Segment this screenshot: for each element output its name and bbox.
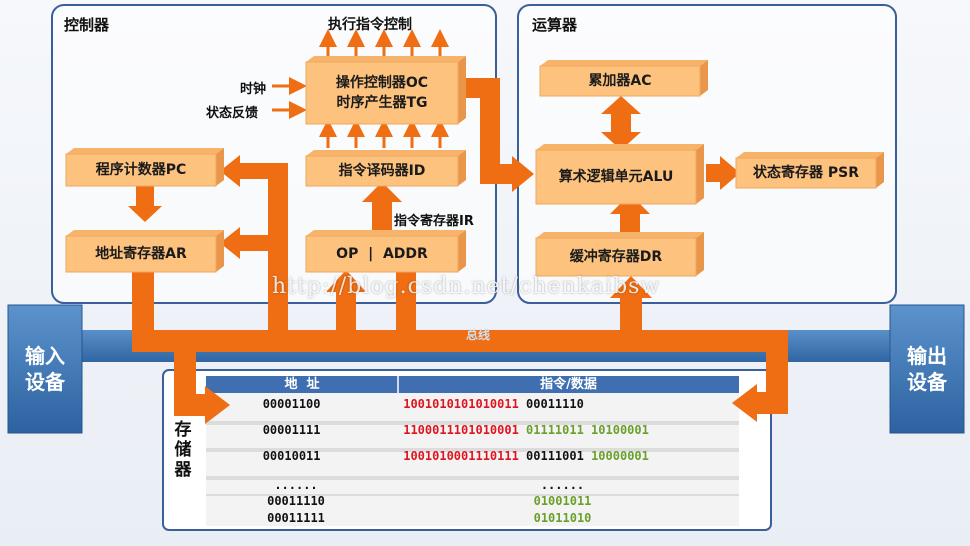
component-boxes [65,56,884,277]
memory-row: ............ [206,477,739,493]
memory-row: 00011111 01011010 [206,510,739,526]
memory-content-part: 1001010101010011 [403,397,519,411]
alu-label: 算术逻辑单元ALU [558,169,674,185]
ar-label: 地址寄存器AR [95,246,187,262]
memory-content: 01001011 [386,493,739,509]
memory-header-data: 指令/数据 [540,377,597,392]
memory-row: 00001100 1001010101010011 00011110 [206,396,739,412]
memory-row: 00001111 1100011101010001 01111011 101000… [206,422,739,438]
memory-title: 存 储 器 [174,420,192,480]
pc-box [65,148,224,187]
bus-label: 总线 [466,328,491,342]
id-box [305,150,466,187]
exec-control-label: 执行指令控制 [328,17,412,33]
memory-row: 00011110 01001011 [206,493,739,509]
alu-box [535,144,704,205]
watermark: http://blog.csdn.net/chenkaibsw [272,274,661,299]
ar-box [65,230,224,273]
memory-content-part: 00011110 [518,397,584,411]
memory-content: 01011010 [386,510,739,526]
memory-header-bar [206,376,739,393]
input-device-box [7,304,83,434]
ir-label: 指令寄存器IR [394,214,474,229]
memory-header-address: 地 址 [284,377,320,392]
memory-row: 00010011 1001010001110111 00111001 100000… [206,448,739,464]
ac-label: 累加器AC [588,73,652,89]
controller-title: 控制器 [64,16,110,34]
memory-address: 00001100 [262,397,321,411]
memory-address: 00011110 [267,494,325,508]
ac-box [539,60,708,97]
memory-content-part: 10000001 [583,449,649,463]
memory-address: 00001111 [262,423,321,437]
memory-table-body: 00001100 1001010101010011 00011110 0000111… [206,393,739,526]
memory-content: 1001010101010011 00011110 [377,396,739,412]
memory-address: ...... [274,478,318,492]
status-feedback-label: 状态反馈 [206,106,259,121]
pc-label: 程序计数器PC [95,162,187,178]
op-addr-label: OP | ADDR [336,246,428,262]
psr-label: 状态寄存器 PSR [753,165,859,181]
dr-box [535,232,704,277]
clock-label: 时钟 [240,82,267,97]
memory-content-part: 01111011 10100001 [518,423,649,437]
memory-address: 00010011 [262,449,321,463]
memory-address: 00011111 [267,511,325,525]
bus-connectors [128,78,788,424]
memory-content: 1100011101010001 01111011 10100001 [377,422,739,438]
memory-content-part: ...... [540,478,585,492]
tg-label: 时序产生器TG [336,95,428,111]
memory-content-part: 1001010001110111 [403,449,519,463]
memory-content-part: 01001011 [533,494,592,508]
output-device-label: 输出 设备 [907,344,947,394]
dr-label: 缓冲寄存器DR [569,249,663,265]
output-device-box [889,304,965,434]
id-label: 指令译码器ID [338,163,426,179]
oc-tg-box [305,56,466,125]
memory-content-part: 00111001 [518,449,584,463]
oc-tg-text: 操作控制器OC 时序产生器TG [306,62,458,124]
memory-content: ...... [386,477,739,493]
psr-box [735,152,884,189]
memory-content-part: 1100011101010001 [403,423,519,437]
memory-content-part: 01011010 [533,511,592,525]
input-device-label: 输入 设备 [25,344,65,394]
oc-label: 操作控制器OC [335,75,429,91]
alu-unit-title: 运算器 [532,16,578,34]
op-addr-box [305,230,466,273]
memory-content: 1001010001110111 00111001 10000001 [377,448,739,464]
